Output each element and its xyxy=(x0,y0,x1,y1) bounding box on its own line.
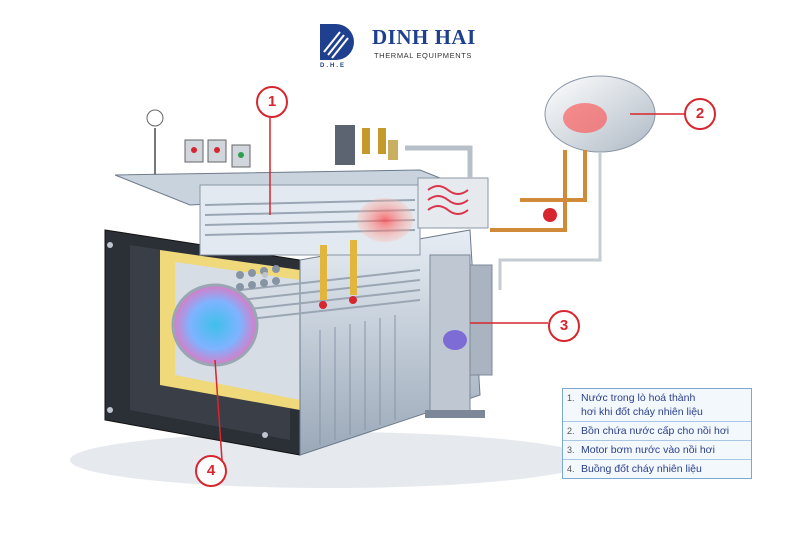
level-controls xyxy=(319,240,357,309)
legend-text: Nước trong lò hoá thành hơi khi đốt cháy… xyxy=(581,391,747,419)
legend-item-4: 4. Buồng đốt cháy nhiên liệu xyxy=(563,459,751,478)
dhe-logo-icon xyxy=(320,24,354,60)
brand-logo: D.H.E DINH HAI THERMAL EQUIPMENTS xyxy=(318,22,488,69)
valve-icon xyxy=(543,208,557,222)
feed-pump-motor xyxy=(425,254,493,418)
callout-4: 4 xyxy=(195,455,227,487)
heat-zone xyxy=(357,198,413,242)
legend-item-2: 2. Bồn chứa nước cấp cho nồi hơi xyxy=(563,421,751,440)
burner-box xyxy=(417,177,489,229)
legend-item-3: 3. Motor bơm nước vào nồi hơi xyxy=(563,440,751,459)
door-bolts xyxy=(107,242,268,438)
steam-pipe xyxy=(405,145,473,178)
legend-text: Bồn chứa nước cấp cho nồi hơi xyxy=(581,425,730,437)
brand-tagline: THERMAL EQUIPMENTS xyxy=(374,51,473,60)
legend-text: Buồng đốt cháy nhiên liệu xyxy=(581,463,702,475)
feed-water-tank xyxy=(544,75,656,153)
callout-leaders xyxy=(214,108,686,461)
tube-ends xyxy=(236,265,280,291)
combustion-chamber xyxy=(171,283,259,367)
burner-coils xyxy=(427,185,469,215)
legend-item-1: 1. Nước trong lò hoá thành hơi khi đốt c… xyxy=(563,389,751,421)
legend-number: 3. xyxy=(567,445,575,455)
legend-text: Motor bơm nước vào nồi hơi xyxy=(581,444,715,456)
legend-number: 4. xyxy=(567,464,575,474)
top-fittings xyxy=(146,109,398,175)
side-ribs xyxy=(319,315,396,445)
lower-tubes xyxy=(239,269,421,321)
brand-name: DINH HAI xyxy=(372,25,476,49)
callout-2: 2 xyxy=(684,98,716,130)
legend-number: 2. xyxy=(567,426,575,436)
legend-text-line: Nước trong lò hoá thành xyxy=(581,392,696,404)
pressure-gauge-icon xyxy=(146,109,164,127)
legend-box: 1. Nước trong lò hoá thành hơi khi đốt c… xyxy=(562,388,752,479)
callout-1: 1 xyxy=(256,86,288,118)
callout-3: 3 xyxy=(548,310,580,342)
feed-pipe-lower xyxy=(490,150,567,232)
legend-number: 1. xyxy=(567,393,575,403)
legend-text-line: hơi khi đốt cháy nhiên liệu xyxy=(581,406,703,418)
return-pipe xyxy=(498,152,602,290)
logo-abbrev: D.H.E xyxy=(320,63,347,69)
feed-pipe-upper xyxy=(520,150,587,202)
